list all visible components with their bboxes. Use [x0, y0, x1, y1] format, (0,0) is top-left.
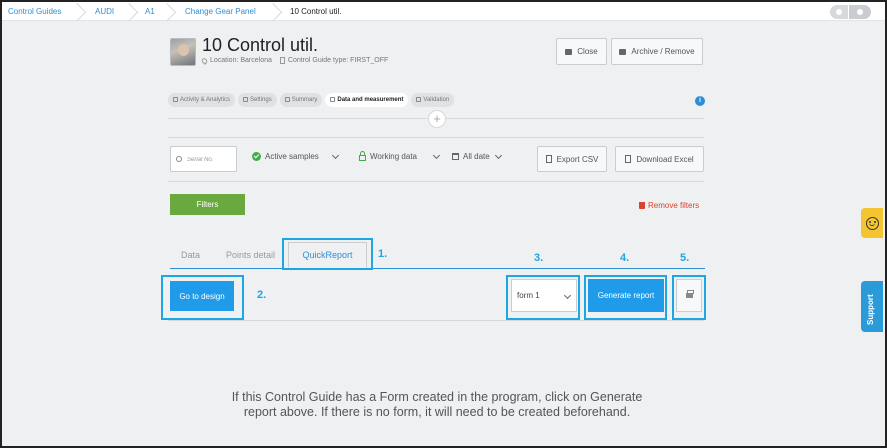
archive-remove-button[interactable]: Archive / Remove: [611, 38, 703, 65]
tab-underline: [170, 268, 705, 269]
support-tab[interactable]: Support: [861, 281, 883, 332]
location-text: Location: Barcelona: [210, 57, 272, 64]
download-excel-button[interactable]: Download Excel: [615, 146, 704, 172]
annotation-number-1: 1.: [378, 248, 388, 260]
guide-type-text: Control Guide type: FIRST_OFF: [287, 57, 389, 64]
summary-icon: [284, 97, 290, 102]
top-right-controls: [830, 5, 871, 19]
breadcrumb-current: 10 Control util.: [290, 7, 342, 16]
chevron-down-icon: [494, 151, 502, 159]
folder-icon: [565, 48, 573, 55]
annotation-number-5: 5.: [680, 252, 690, 264]
page-title: 10 Control util.: [202, 35, 319, 55]
step-data-measurement[interactable]: Data and measurement: [325, 93, 409, 107]
avatar: [170, 38, 196, 66]
annotation-number-4: 4.: [620, 252, 630, 264]
archive-icon: [619, 48, 627, 55]
step-summary[interactable]: Summary: [279, 93, 323, 107]
step-settings[interactable]: Settings: [238, 93, 277, 107]
annotation-number-3: 3.: [534, 252, 544, 264]
info-icon[interactable]: i: [695, 96, 705, 106]
working-data-dropdown[interactable]: Working data: [359, 151, 441, 161]
step-activity-analytics[interactable]: Activity & Analytics: [168, 93, 236, 107]
check-icon: [416, 97, 422, 102]
go-to-design-button[interactable]: Go to design: [170, 281, 234, 311]
generate-report-button[interactable]: Generate report: [588, 279, 664, 312]
step-validation[interactable]: Validation: [411, 93, 455, 107]
calendar-icon: [452, 153, 459, 160]
remove-filters-link[interactable]: Remove filters: [639, 201, 699, 210]
user-icon[interactable]: [830, 5, 848, 19]
trash-icon: [639, 202, 645, 209]
chevron-down-icon: [563, 291, 572, 300]
breadcrumb-separator: [132, 2, 142, 21]
divider: [168, 137, 704, 138]
divider: [168, 181, 704, 182]
annotation-box-2: [161, 275, 244, 320]
annotation-box-3: [506, 275, 580, 320]
tab-points-detail[interactable]: Points detail: [226, 250, 276, 260]
file-icon: [625, 155, 632, 163]
form-select[interactable]: form 1: [511, 279, 577, 312]
instruction-message: If this Control Guide has a Form created…: [231, 390, 643, 419]
close-button[interactable]: Close: [556, 38, 607, 65]
serial-search: [170, 146, 237, 172]
serial-search-input[interactable]: [187, 153, 235, 166]
breadcrumb-audi[interactable]: AUDI: [95, 7, 115, 16]
breadcrumb: Control Guides AUDI A1 Change Gear Panel…: [2, 2, 885, 21]
print-button[interactable]: [676, 279, 702, 312]
tab-quickreport[interactable]: QuickReport: [288, 242, 367, 268]
lock-icon: [359, 151, 366, 161]
notification-off-icon[interactable]: [849, 5, 871, 19]
gear-icon: [243, 97, 249, 102]
feedback-widget[interactable]: [861, 208, 883, 238]
annotation-box-4: [584, 275, 667, 320]
step-nav: Activity & Analytics Settings Summary Da…: [168, 93, 457, 107]
chevron-down-icon: [432, 151, 441, 159]
date-dropdown[interactable]: All date: [452, 151, 502, 161]
chevron-down-icon: [331, 151, 339, 159]
breadcrumb-a1[interactable]: A1: [145, 7, 155, 16]
file-icon: [545, 155, 552, 163]
check-circle-icon: [252, 152, 261, 161]
guide-meta: Location: Barcelona Control Guide type: …: [200, 56, 389, 65]
plus-icon[interactable]: +: [428, 110, 446, 128]
pencil-icon: [330, 97, 336, 102]
filters-button[interactable]: Filters: [170, 194, 245, 215]
export-csv-button[interactable]: Export CSV: [537, 146, 607, 172]
breadcrumb-separator: [170, 2, 180, 21]
form-select-value: form 1: [517, 291, 540, 300]
search-icon: [176, 156, 182, 162]
breadcrumb-change-gear-panel[interactable]: Change Gear Panel: [185, 7, 256, 16]
annotation-number-2: 2.: [257, 289, 267, 301]
annotation-box-5: [672, 275, 706, 320]
printer-icon: [685, 290, 694, 298]
document-icon: [279, 57, 285, 64]
activity-icon: [173, 97, 178, 102]
breadcrumb-separator: [276, 2, 286, 21]
breadcrumb-control-guides[interactable]: Control Guides: [8, 7, 62, 16]
smiley-icon: [865, 216, 879, 230]
location-pin-icon: [200, 56, 209, 65]
breadcrumb-separator: [80, 2, 90, 21]
divider: [168, 320, 704, 321]
tab-data[interactable]: Data: [181, 250, 201, 260]
annotation-box-1: [282, 238, 373, 270]
active-samples-dropdown[interactable]: Active samples: [252, 151, 339, 161]
